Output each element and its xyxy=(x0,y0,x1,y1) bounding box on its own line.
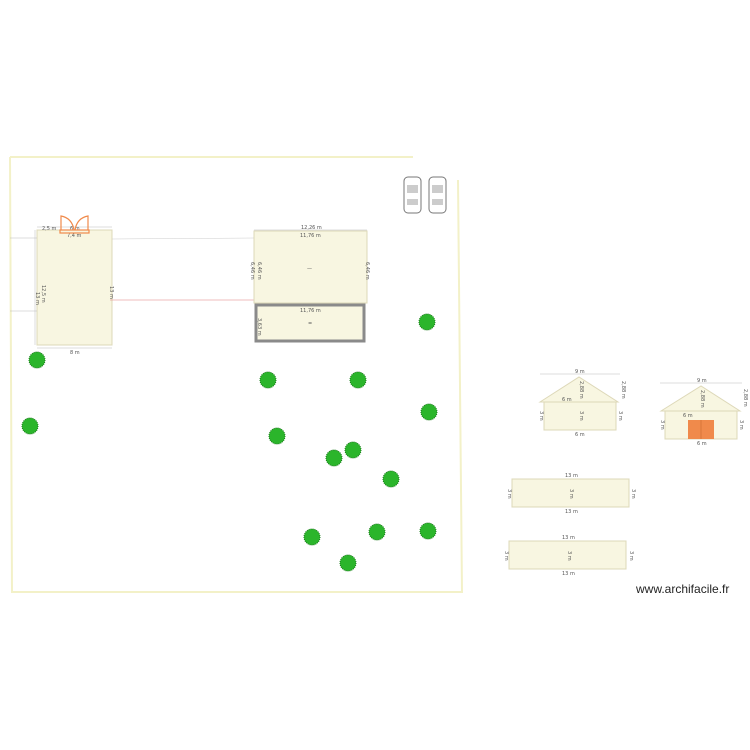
dim-label: 3 m xyxy=(578,411,584,421)
dim-label: 3 m xyxy=(568,489,574,499)
dim-label: 13 m xyxy=(562,535,575,541)
dim-label: 3 m xyxy=(506,489,512,499)
dim-label: 3 m xyxy=(628,551,634,561)
room-label: = xyxy=(308,321,312,327)
annex[interactable]: 11,76 m 3,63 m = xyxy=(254,303,366,343)
dim-label: 6,46 m xyxy=(249,262,255,280)
dim-label: 3 m xyxy=(503,551,509,561)
tree-icon[interactable] xyxy=(28,351,46,369)
elevation-gable-2[interactable]: 9 m 2,88 m 2,88 m 6 m 3 m 3 m 6 m xyxy=(659,378,748,447)
tree-icon[interactable] xyxy=(420,403,438,421)
dim-label: 13 m xyxy=(108,286,114,299)
dim-label: 13 m xyxy=(565,509,578,515)
tree-icon[interactable] xyxy=(21,417,39,435)
tree-icon[interactable] xyxy=(259,371,277,389)
dim-label: 6 m xyxy=(697,441,707,447)
link-line xyxy=(111,237,255,240)
tree-icon[interactable] xyxy=(303,528,321,546)
tree-icon[interactable] xyxy=(339,554,357,572)
dim-label: 9 m xyxy=(697,378,707,384)
dim-label: 6 m xyxy=(562,397,572,403)
elevation-long-2[interactable]: 13 m 13 m 3 m 3 m 3 m xyxy=(503,535,634,577)
tree-icon[interactable] xyxy=(325,449,343,467)
tree-icon[interactable] xyxy=(368,523,386,541)
tree-icon[interactable] xyxy=(349,371,367,389)
dim-label: 7,4 m xyxy=(67,233,82,239)
car-icon[interactable] xyxy=(428,176,447,214)
elevation-gable-1[interactable]: 9 m 2,88 m 2,88 m 6 m 3 m 3 m 3 m 6 m xyxy=(538,369,626,438)
left-building[interactable]: 2,5 m 6 m 7,4 m 13 m 12,5 m 13 m 8 m xyxy=(34,215,114,356)
dim-label: 8 m xyxy=(70,350,80,356)
tree-icon[interactable] xyxy=(419,522,437,540)
dim-label: 2,88 m xyxy=(742,389,748,407)
dim-label: 6 m xyxy=(683,413,693,419)
dim-label: 3 m xyxy=(538,411,544,421)
tree-icon[interactable] xyxy=(268,427,286,445)
dim-label: 2,88 m xyxy=(620,381,626,399)
tree-icon[interactable] xyxy=(418,313,436,331)
dim-label: 9 m xyxy=(575,369,585,375)
dim-label: 13 m xyxy=(34,292,40,305)
dim-label: 12,5 m xyxy=(40,285,46,303)
dim-label: 13 m xyxy=(562,571,575,577)
dim-label: 11,76 m xyxy=(300,308,321,314)
dim-label: 3 m xyxy=(617,411,623,421)
dim-label: 3 m xyxy=(738,420,744,430)
dim-label: 3 m xyxy=(659,420,665,430)
dim-label: 3,63 m xyxy=(256,318,262,336)
dim-label: 6,46 m xyxy=(256,262,262,280)
room-label: — xyxy=(307,266,312,272)
dim-label: 12,26 m xyxy=(301,225,322,231)
elevation-long-1[interactable]: 13 m 13 m 3 m 3 m 3 m xyxy=(506,473,636,515)
watermark: www.archifacile.fr xyxy=(636,582,730,596)
double-door-icon[interactable] xyxy=(59,215,90,234)
right-building[interactable]: 12,26 m 11,76 m 6,46 m 6,46 m 6,46 m — xyxy=(249,225,370,304)
dim-label: 11,76 m xyxy=(300,233,321,239)
dim-label: 3 m xyxy=(630,489,636,499)
tree-icon[interactable] xyxy=(382,470,400,488)
dim-label: 13 m xyxy=(565,473,578,479)
dim-label: 2,88 m xyxy=(578,381,584,399)
dim-label: 3 m xyxy=(566,551,572,561)
tree-icon[interactable] xyxy=(344,441,362,459)
dim-label: 2,5 m xyxy=(42,226,57,232)
dim-label: 6,46 m xyxy=(364,262,370,280)
dim-label: 6 m xyxy=(575,432,585,438)
dim-label: 2,88 m xyxy=(699,390,705,408)
car-icon[interactable] xyxy=(403,176,422,214)
site-boundary-right xyxy=(9,156,464,593)
